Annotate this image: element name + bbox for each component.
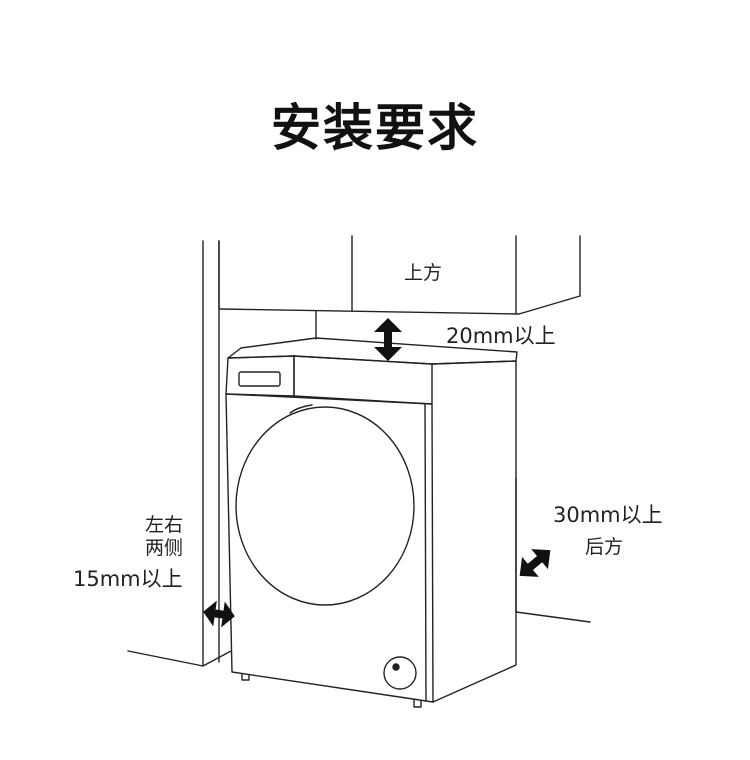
- left-wall: [127, 240, 232, 667]
- back-clearance-label: 30mm以上: [553, 503, 663, 527]
- horizontal-double-arrow-icon: [203, 600, 235, 628]
- top-area-label: 上方: [404, 262, 443, 284]
- top-cabinet: [218, 235, 581, 340]
- sides-label-line1: 左右: [145, 514, 184, 536]
- sides-clearance-label: 15mm以上: [73, 567, 183, 591]
- back-area-label: 后方: [585, 536, 624, 558]
- top-clearance-label: 20mm以上: [446, 324, 556, 348]
- vertical-double-arrow-icon: [374, 318, 402, 361]
- washing-machine: [225, 337, 518, 708]
- page-title: 安装要求: [271, 99, 479, 157]
- sides-label-line2: 两侧: [145, 537, 184, 559]
- diagonal-double-arrow-icon: [519, 549, 551, 577]
